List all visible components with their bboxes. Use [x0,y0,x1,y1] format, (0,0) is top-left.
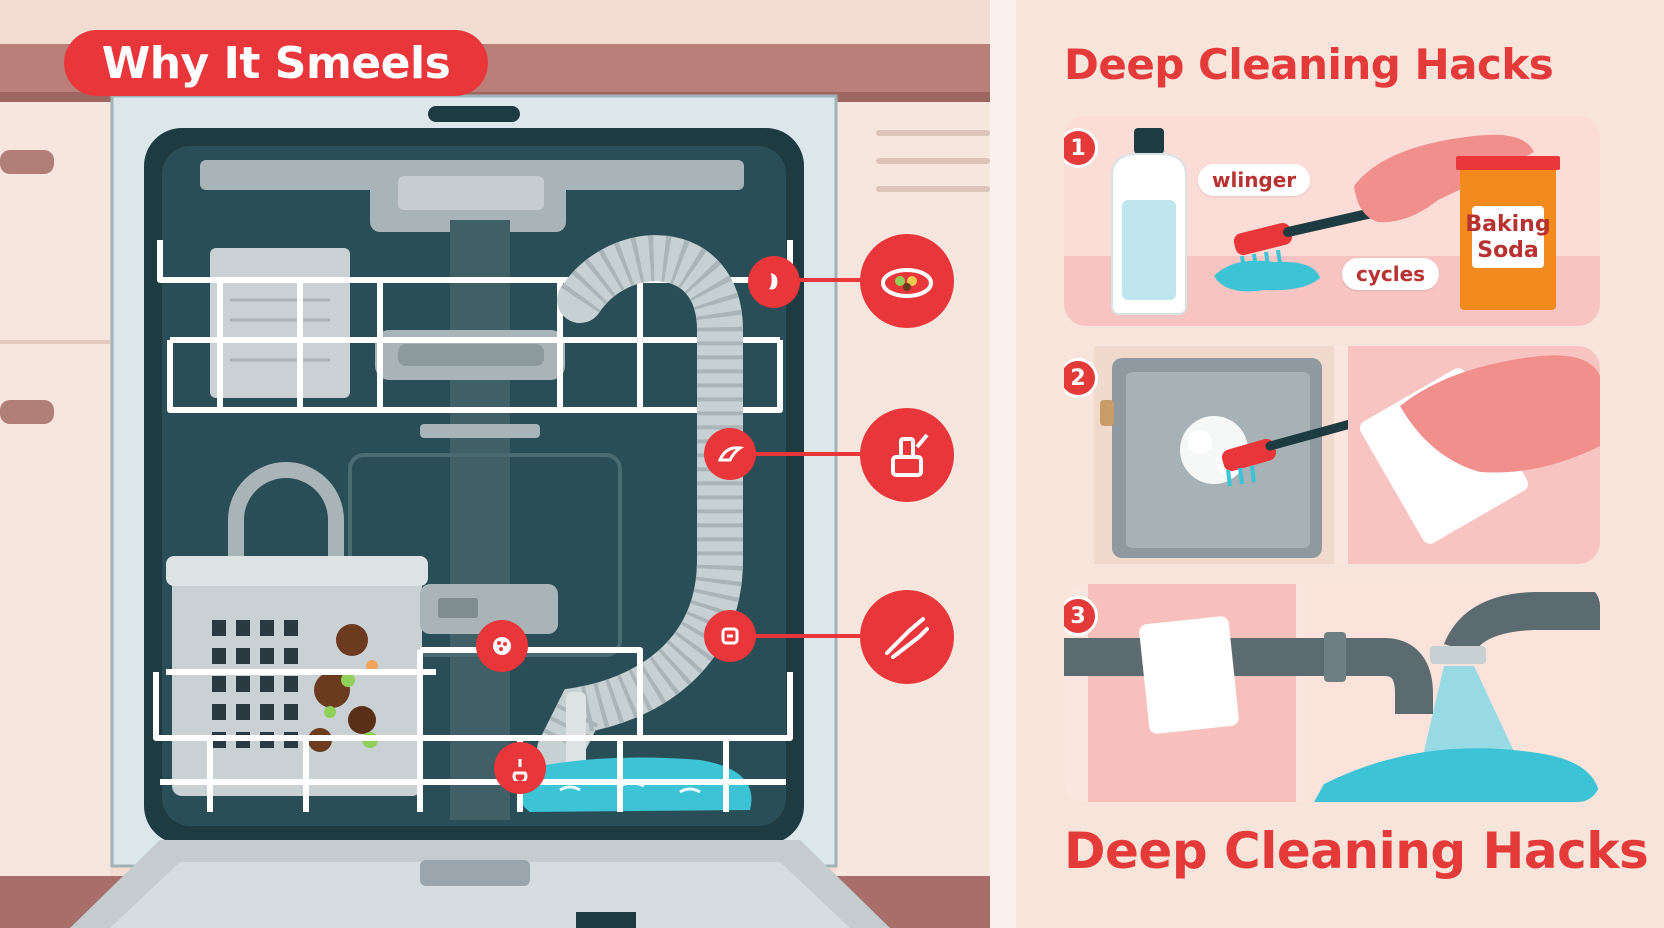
food-pin-icon[interactable] [748,256,800,308]
step-2-badge: 2 [1064,358,1098,398]
step-1-bubble-b: cycles [1342,258,1440,290]
filter-pin-icon[interactable] [704,610,756,662]
dishwasher-illustration [0,44,990,928]
step-1-bubble-a: wlinger [1198,164,1311,196]
drain-pin-icon[interactable] [494,742,546,794]
step-2-card: 2 [1064,346,1600,564]
deep-cleaning-title-top: Deep Cleaning Hacks [1064,40,1554,89]
step-1-illustration [1064,128,1600,326]
deep-cleaning-title-bottom: Deep Cleaning Hacks [1064,822,1649,880]
spray-pin-icon[interactable] [704,428,756,480]
grime-pin-icon[interactable] [476,620,528,672]
baking-soda-label: Baking Soda [1465,212,1551,263]
upper-rack [157,240,793,413]
step-1-badge: 1 [1064,128,1098,168]
detergent-icon[interactable] [860,408,954,502]
food-plate-icon[interactable] [860,234,954,328]
why-it-smells-title: Why It Smeels [64,30,488,96]
lower-rack [153,647,793,812]
hose-icon[interactable] [860,590,954,684]
step-2-illustration [1064,346,1600,564]
panel-divider [990,0,1016,928]
step-1-card: 1 wlinger cycles Baking Soda [1064,116,1600,326]
filter-cloth [1139,616,1239,734]
food-grime [308,624,378,752]
why-it-smells-panel: Why It Smeels [0,30,990,928]
step-3-badge: 3 [1064,596,1098,636]
step-3-card: 3 [1064,584,1600,802]
step-3-illustration [1064,584,1600,802]
